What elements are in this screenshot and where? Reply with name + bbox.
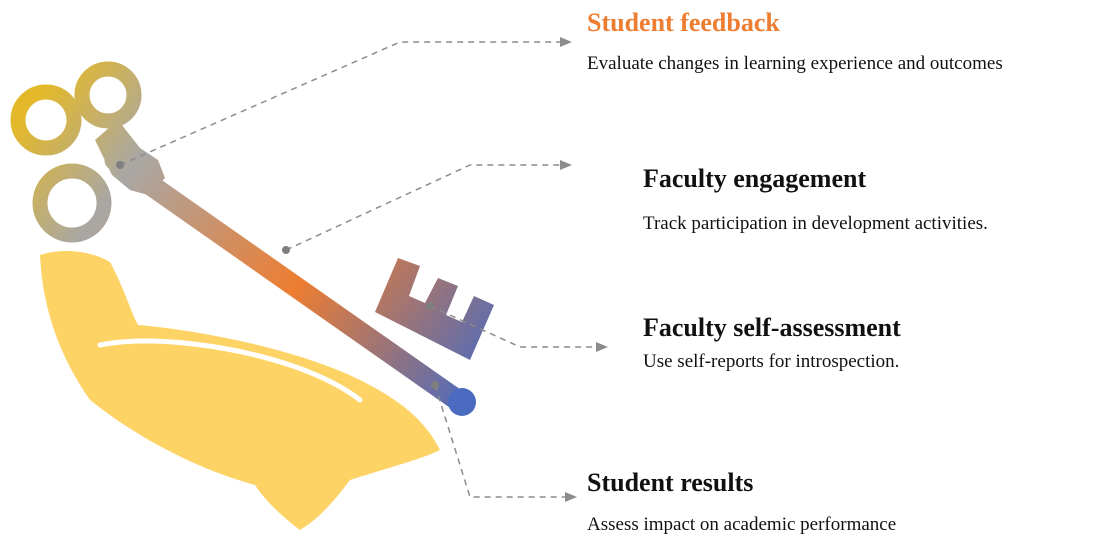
student-feedback-title: Student feedback — [587, 8, 780, 37]
key-icon — [10, 61, 494, 416]
connector-faculty-self-assessment — [426, 302, 608, 352]
faculty-self-assessment-description: Use self-reports for introspection. — [643, 351, 900, 372]
student-results-title: Student results — [587, 468, 754, 497]
student-results-description: Assess impact on academic performance — [587, 514, 897, 535]
faculty-engagement-title: Faculty engagement — [643, 164, 867, 193]
student-feedback-description: Evaluate changes in learning experience … — [587, 53, 1003, 74]
faculty-engagement-description: Track participation in development activ… — [643, 213, 988, 234]
hand-icon — [40, 250, 440, 531]
connector-faculty-engagement — [282, 160, 572, 254]
connector-student-results — [431, 381, 577, 502]
connector-student-feedback — [116, 37, 572, 169]
faculty-self-assessment-title: Faculty self-assessment — [643, 313, 901, 342]
